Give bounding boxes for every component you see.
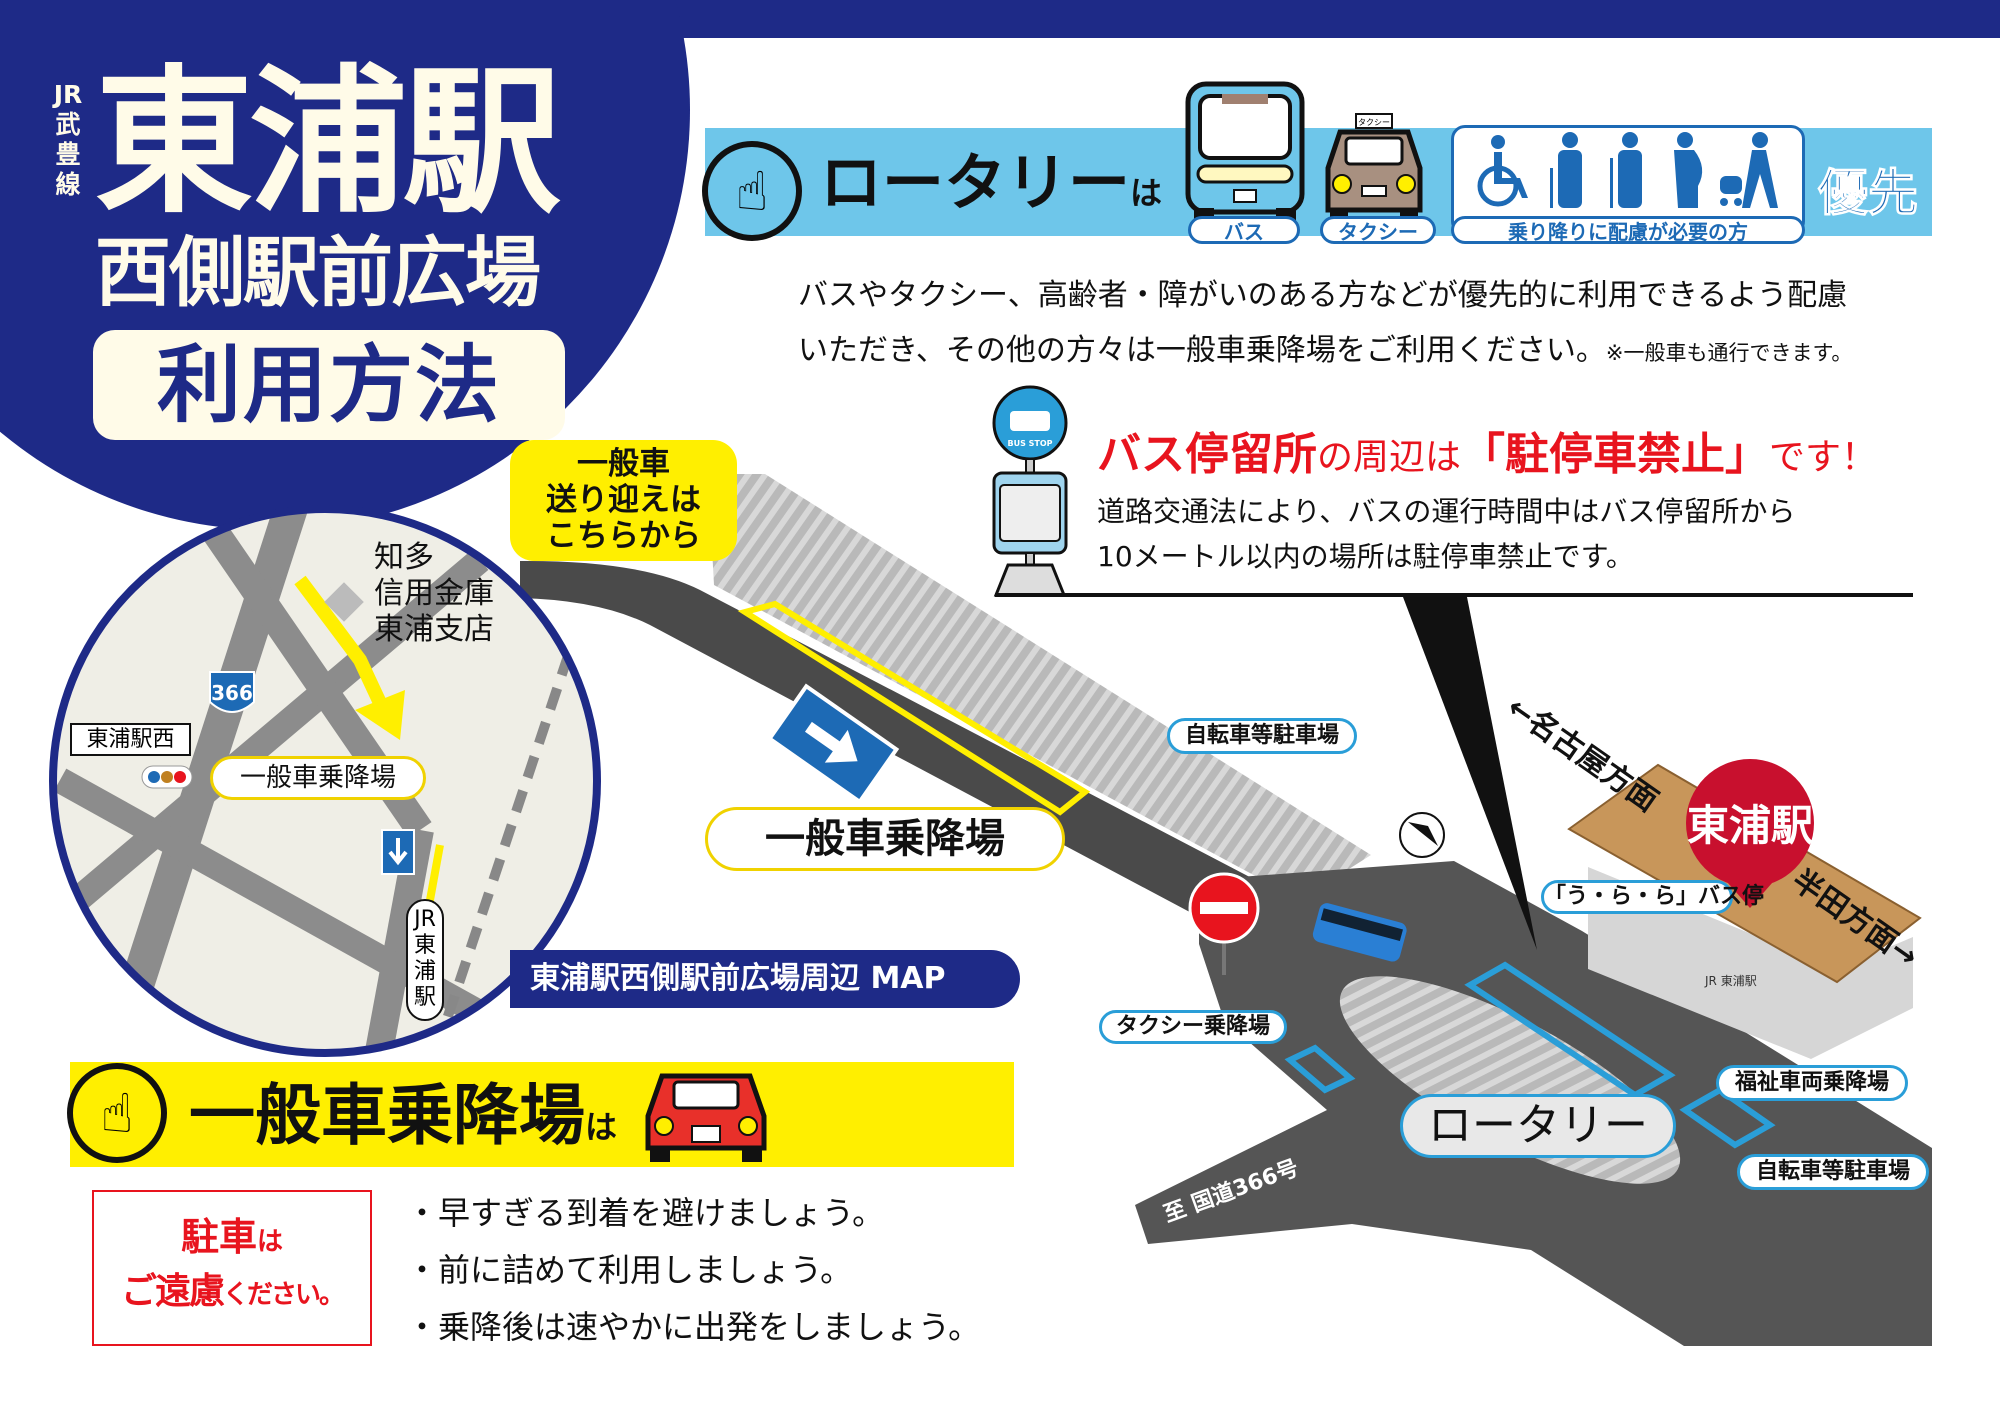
general-car-heading-text: 一般車乗降場 (189, 1077, 585, 1154)
wheelchair-icon (1477, 135, 1528, 207)
no-parking-line2-main: ご遠慮 (120, 1271, 225, 1312)
rule-item-3: ・乗降後は速やかに出発をしましょう。 (406, 1308, 981, 1346)
bank-label-line2: 信用金庫 (374, 576, 494, 611)
traffic-light-icon (141, 765, 193, 789)
dropoff-lane-outline (737, 600, 1091, 816)
station-pin-label: 東浦駅 (1687, 801, 1813, 850)
station-wall (1588, 867, 1913, 1059)
pointer-triangle (1403, 597, 1537, 950)
bank-label-line3: 東浦支店 (374, 612, 494, 647)
no-parking-line1: 駐車は (94, 1212, 370, 1267)
bus-stop-heading-part4: です！ (1769, 437, 1878, 478)
pickup-callout-line3: こちらから (546, 518, 701, 554)
general-car-banner (70, 1062, 1014, 1167)
taxi-stand-label: タクシー乗降場 (1099, 1010, 1287, 1044)
hand-pointing-icon: ☝ (67, 1063, 167, 1163)
hand-pointing-icon: ☝ (702, 141, 802, 241)
route-shield-number: 366 (211, 681, 253, 705)
bus-stop-heading-part2: の周辺は (1317, 437, 1462, 478)
map-dropoff-label: 一般車乗降場 (210, 756, 426, 800)
page-subtitle: 西側駅前広場 (95, 228, 541, 317)
dropoff-sign-icon (381, 829, 415, 875)
no-parking-line1-tail: は (257, 1227, 284, 1257)
no-parking-line1-main: 駐車 (180, 1215, 257, 1259)
general-car-particle: は (585, 1108, 618, 1146)
no-parking-line2: ご遠慮ください。 (94, 1267, 370, 1320)
station-sign: JR 東浦駅 (1704, 974, 1757, 988)
pickup-callout-line1: 一般車 (577, 446, 670, 482)
rule-item-2: ・前に詰めて利用しましょう。 (406, 1251, 853, 1289)
pickup-road (520, 560, 1378, 985)
rotary-description-line2: いただき、その他の方々は一般車乗降場をご利用ください。※一般車も通行できます。 (798, 331, 1852, 373)
route-366-shield: 366 (209, 671, 255, 713)
bicycle-parking-label-2: 自転車等駐車場 (1737, 1154, 1929, 1190)
bus-stop-body-line1: 道路交通法により、バスの運行時間中はバス停留所から (1097, 495, 1796, 528)
general-car-heading: 一般車乗降場は (189, 1078, 617, 1165)
divider-line (995, 593, 1913, 597)
no-parking-line2-tail: ください。 (223, 1280, 345, 1310)
bank-marker (324, 582, 364, 622)
station-pin-icon: 東浦駅 (1686, 759, 1814, 908)
line-name: JR武豊線 (53, 80, 83, 199)
bus-stop-heading-part3: 「駐停車禁止」 (1461, 429, 1770, 480)
car-icon (645, 1073, 767, 1162)
general-dropoff-label: 一般車乗降場 (705, 807, 1065, 871)
bus-bay-outline (1464, 961, 1676, 1099)
direction-nagoya: ←名古屋方面 (1500, 690, 1664, 819)
bus-stop-sign-icon: BUS STOP (992, 385, 1068, 597)
crutch-icon (1610, 132, 1642, 208)
taxi-bay-outline (1284, 1044, 1356, 1094)
pickup-callout: 一般車 送り迎えは こちらから (510, 440, 737, 561)
urara-bus-stop-label: 「う・ら・ら」バス停 (1541, 880, 1764, 914)
bicycle-parking-label-1: 自転車等駐車場 (1167, 718, 1357, 754)
rotary-label: ロータリー (1400, 1094, 1676, 1158)
taxi-roof-sign: タクシー (1358, 118, 1390, 127)
bank-label: 知多 信用金庫 東浦支店 (374, 540, 494, 648)
map-caption: 東浦駅西側駅前広場周辺 MAP (510, 950, 1020, 1008)
bus-stop-heading-part1: バス停留所 (1097, 429, 1317, 480)
taxi-label: タクシー (1320, 216, 1436, 244)
priority-group-label: 乗り降りに配慮が必要の方 (1451, 216, 1805, 244)
rotary-note: ※一般車も通行できます。 (1605, 341, 1853, 365)
no-entry-sign-icon (1188, 872, 1260, 975)
map-station-label: JR東浦駅 (406, 899, 444, 1021)
usage-title: 利用方法 (93, 330, 565, 440)
bus-stop-heading: バス停留所の周辺は「駐停車禁止」です！ (1097, 425, 1877, 488)
welfare-vehicle-label: 福祉車両乗降場 (1716, 1065, 1908, 1101)
rule-item-1: ・早すぎる到着を避けましょう。 (406, 1194, 885, 1232)
welfare-bay-outline (1679, 1086, 1776, 1149)
intersection-label: 東浦駅西 (70, 723, 191, 756)
one-way-sign-icon (766, 683, 900, 805)
pickup-callout-line2: 送り迎えは (546, 482, 701, 518)
station-title: 東浦駅 (95, 51, 561, 235)
stroller-icon (1720, 132, 1778, 208)
rotary-particle: は (1130, 174, 1163, 212)
bus-label: バス (1188, 216, 1300, 244)
compass-icon (1399, 812, 1445, 858)
rotary-heading: ロータリーは (820, 148, 1162, 228)
rotary-description-text: いただき、その他の方々は一般車乗降場をご利用ください。 (798, 333, 1606, 368)
sidewalk-plaza (708, 474, 1371, 900)
locator-map: 366 (49, 505, 601, 1057)
bus-stop-sign-text: BUS STOP (1007, 439, 1052, 448)
bank-label-line1: 知多 (374, 540, 434, 575)
rotary-description-line1: バスやタクシー、高齢者・障がいのある方などが優先的に利用できるよう配慮 (798, 278, 1848, 313)
no-parking-notice: 駐車は ご遠慮ください。 (92, 1190, 372, 1346)
bus-stop-body-line2: 10メートル以内の場所は駐停車禁止です。 (1097, 540, 1634, 573)
taxi-icon: タクシー (1325, 113, 1423, 224)
priority-word: 優先 (1818, 164, 1919, 223)
elderly-cane-icon (1550, 132, 1582, 208)
pregnant-icon (1674, 132, 1703, 208)
bus-illustration (1312, 903, 1407, 962)
priority-icons (1477, 132, 1778, 208)
rotary-heading-text: ロータリー (820, 146, 1131, 219)
